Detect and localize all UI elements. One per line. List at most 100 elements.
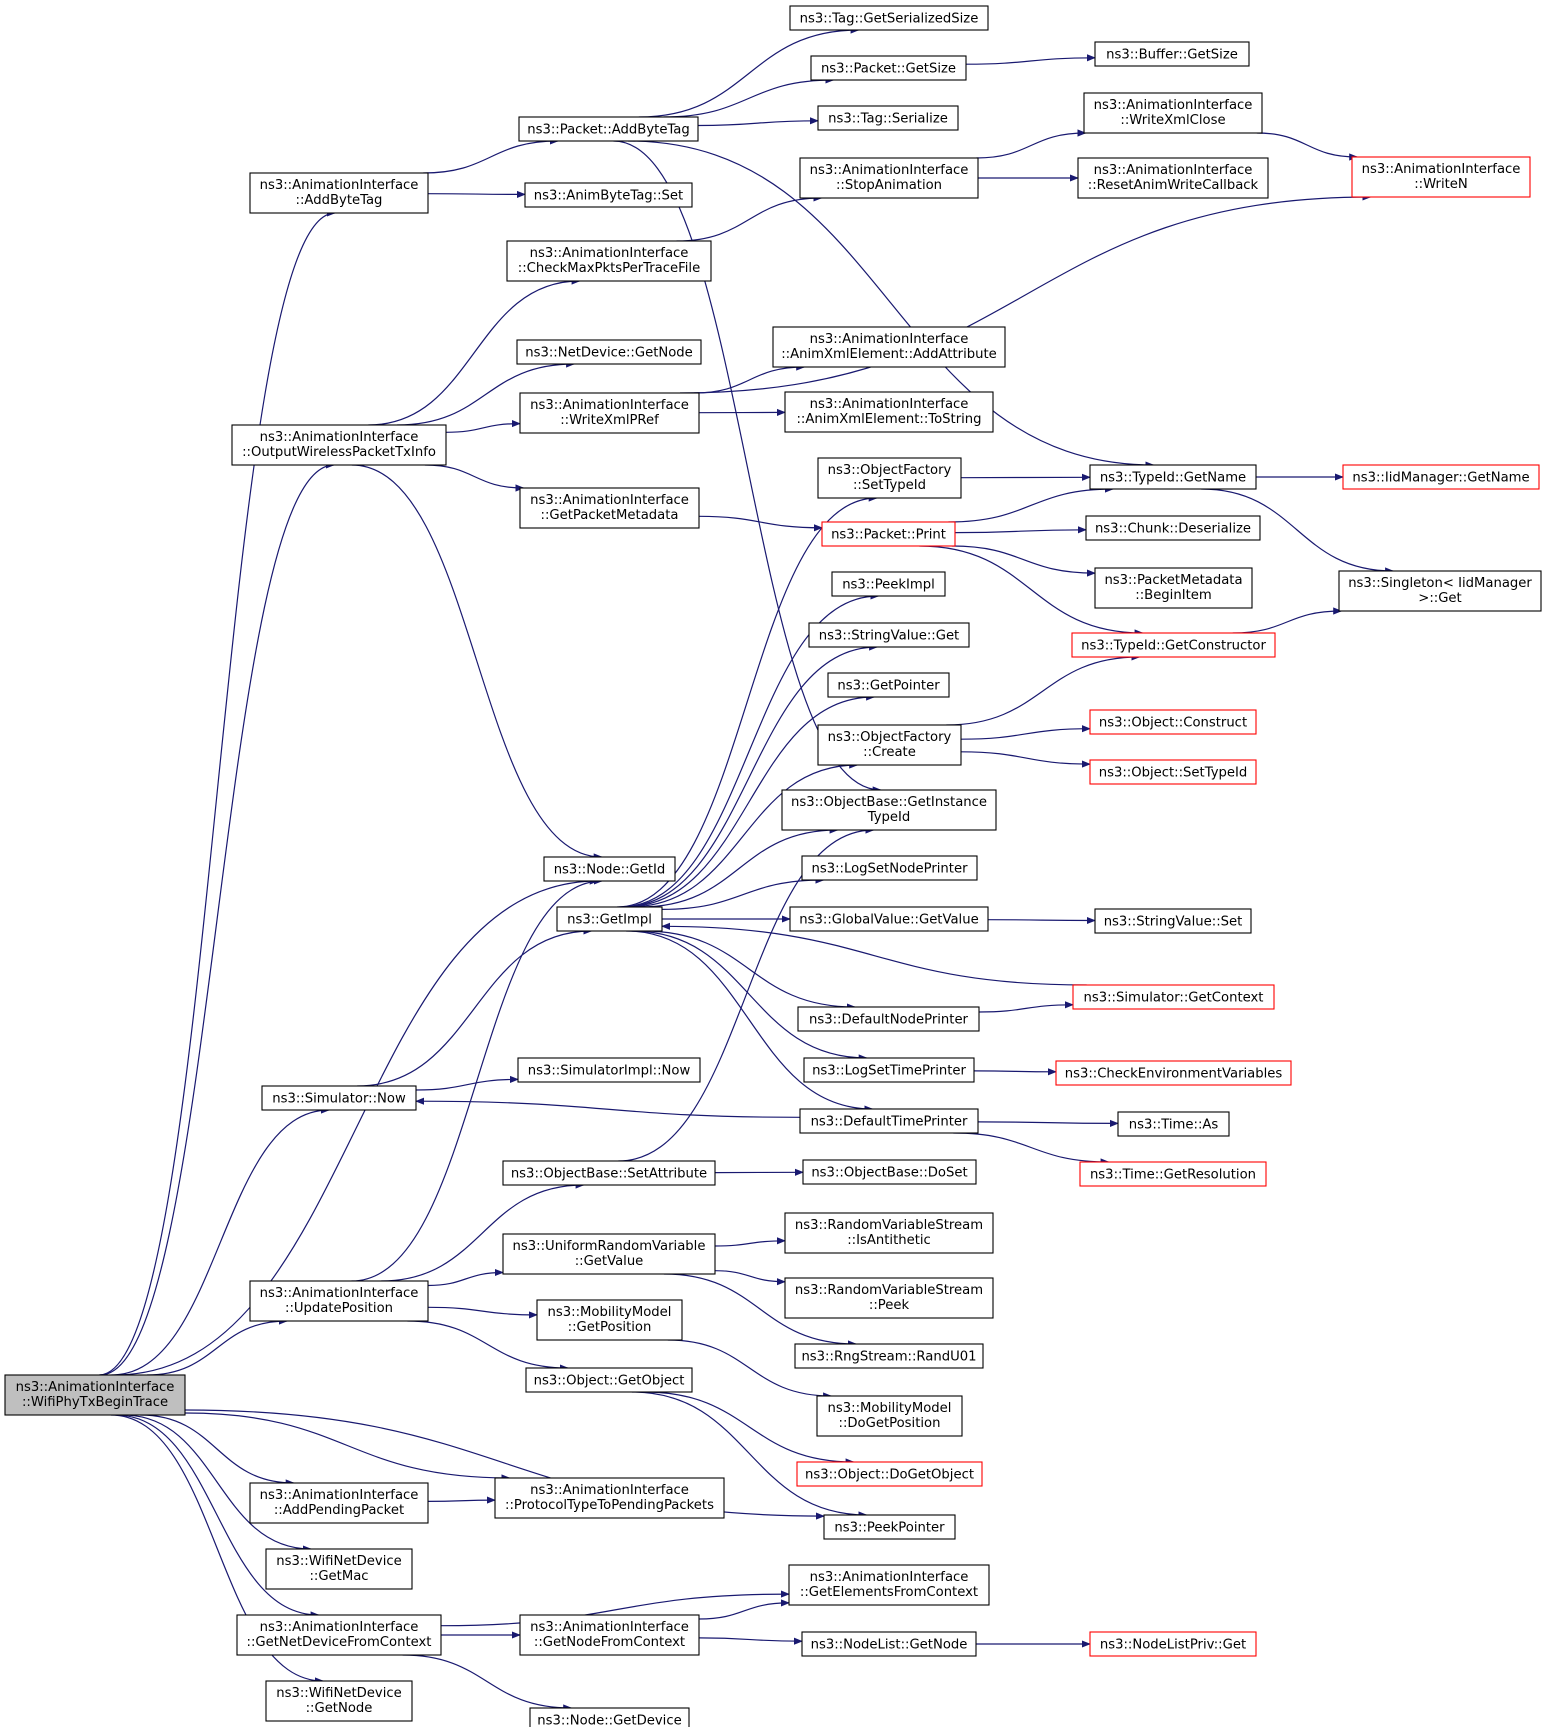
node-rngRandU01[interactable]: ns3::RngStream::RandU01: [794, 1343, 984, 1369]
node-stringValueSet[interactable]: ns3::StringValue::Set: [1094, 908, 1252, 934]
node-getNetDevFromCtx[interactable]: ns3::AnimationInterface::GetNetDeviceFro…: [236, 1614, 442, 1656]
edge-root-to-addByteTag: [99, 209, 336, 1376]
node-defaultNodePrinter[interactable]: ns3::DefaultNodePrinter: [797, 1006, 980, 1032]
node-singletonGet[interactable]: ns3::Singleton< IidManager>::Get: [1338, 570, 1542, 612]
node-label: ns3::DefaultNodePrinter: [809, 1013, 969, 1028]
edge-packetAddByteTag-to-tagGetSerSize: [638, 26, 860, 118]
node-logSetTimePrinter[interactable]: ns3::LogSetTimePrinter: [803, 1057, 975, 1083]
node-gvGetValue[interactable]: ns3::GlobalValue::GetValue: [789, 906, 989, 932]
edge-addPending-to-protoTypeToPending: [427, 1496, 496, 1504]
node-objBaseDoSet[interactable]: ns3::ObjectBase::DoSet: [802, 1159, 977, 1185]
node-ofSetTypeId[interactable]: ns3::ObjectFactory::SetTypeId: [817, 457, 962, 499]
node-stringValueGet[interactable]: ns3::StringValue::Get: [808, 622, 970, 648]
node-writeN[interactable]: ns3::AnimationInterface::WriteN: [1351, 156, 1531, 198]
node-label: ::UpdatePosition: [285, 1301, 393, 1316]
node-packetAddByteTag[interactable]: ns3::Packet::AddByteTag: [518, 116, 699, 142]
node-simGetContext[interactable]: ns3::Simulator::GetContext: [1072, 984, 1275, 1010]
node-objDoGetObject[interactable]: ns3::Object::DoGetObject: [796, 1461, 983, 1487]
node-checkEnvVars[interactable]: ns3::CheckEnvironmentVariables: [1055, 1060, 1292, 1086]
node-iidGetName[interactable]: ns3::IidManager::GetName: [1342, 464, 1540, 490]
node-objSetTypeId[interactable]: ns3::Object::SetTypeId: [1089, 759, 1257, 785]
node-tagGetSerSize[interactable]: ns3::Tag::GetSerializedSize: [789, 5, 989, 31]
node-typeIdGetName[interactable]: ns3::TypeId::GetName: [1089, 464, 1257, 490]
node-chunkDeserialize[interactable]: ns3::Chunk::Deserialize: [1085, 515, 1261, 541]
node-getImpl[interactable]: ns3::GetImpl: [556, 906, 663, 932]
node-nodeGetDevice[interactable]: ns3::Node::GetDevice: [529, 1707, 690, 1727]
node-objConstruct[interactable]: ns3::Object::Construct: [1089, 709, 1257, 735]
node-pmBeginItem[interactable]: ns3::PacketMetadata::BeginItem: [1094, 567, 1253, 609]
node-box: [249, 1280, 429, 1322]
node-box: [1089, 709, 1257, 735]
node-getPacketMetadata[interactable]: ns3::AnimationInterface::GetPacketMetada…: [519, 487, 700, 529]
node-outputWireless[interactable]: ns3::AnimationInterface::OutputWirelessP…: [231, 424, 447, 466]
node-label: ::GetNode: [306, 1701, 373, 1716]
node-uniformGetValue[interactable]: ns3::UniformRandomVariable::GetValue: [502, 1233, 716, 1275]
node-timeAs[interactable]: ns3::Time::As: [1117, 1111, 1230, 1137]
node-protoTypeToPending[interactable]: ns3::AnimationInterface::ProtocolTypeToP…: [494, 1477, 725, 1519]
node-box: [529, 1707, 690, 1727]
node-packetGetSize[interactable]: ns3::Packet::GetSize: [810, 55, 967, 81]
node-updatePosition[interactable]: ns3::AnimationInterface::UpdatePosition: [249, 1280, 429, 1322]
node-box: [1071, 632, 1276, 658]
edge-updatePosition-to-nodeGetId: [351, 877, 603, 1282]
node-mobilityGetPos[interactable]: ns3::MobilityModel::GetPosition: [536, 1299, 683, 1341]
edge-getImpl-to-stringValueGet: [621, 643, 879, 908]
node-stopAnimation[interactable]: ns3::AnimationInterface::StopAnimation: [799, 157, 979, 199]
node-addByteTag[interactable]: ns3::AnimationInterface::AddByteTag: [249, 172, 429, 214]
edge-packetGetSize-to-bufferGetSize: [965, 54, 1096, 65]
edge-root-to-protoTypeToPending: [184, 1412, 511, 1482]
node-box: [1342, 464, 1540, 490]
edge-addByteTag-to-animByteTagSet: [427, 190, 526, 198]
node-checkMaxPkts[interactable]: ns3::AnimationInterface::CheckMaxPktsPer…: [506, 240, 712, 282]
node-nodeGetId[interactable]: ns3::Node::GetId: [543, 856, 676, 882]
node-rvsIsAntithetic[interactable]: ns3::RandomVariableStream::IsAntithetic: [784, 1212, 994, 1254]
node-timeGetResolution[interactable]: ns3::Time::GetResolution: [1079, 1161, 1267, 1187]
node-label: ns3::AnimationInterface: [260, 430, 419, 445]
node-root[interactable]: ns3::AnimationInterface::WifiPhyTxBeginT…: [4, 1374, 186, 1416]
node-nodeListPrivGet[interactable]: ns3::NodeListPriv::Get: [1089, 1631, 1257, 1657]
node-box: [1351, 156, 1531, 198]
node-getElementsFromCtx[interactable]: ns3::AnimationInterface::GetElementsFrom…: [788, 1564, 990, 1606]
node-animByteTagSet[interactable]: ns3::AnimByteTag::Set: [524, 182, 693, 208]
node-tagSerialize[interactable]: ns3::Tag::Serialize: [817, 105, 959, 131]
node-typeIdGetConstructor[interactable]: ns3::TypeId::GetConstructor: [1071, 632, 1276, 658]
node-resetAnimWrite[interactable]: ns3::AnimationInterface::ResetAnimWriteC…: [1077, 157, 1269, 199]
node-getPointer[interactable]: ns3::GetPointer: [827, 672, 950, 698]
node-simNow[interactable]: ns3::Simulator::Now: [261, 1085, 417, 1111]
node-toString[interactable]: ns3::AnimationInterface::AnimXmlElement:…: [784, 391, 994, 433]
node-wifiGetMac[interactable]: ns3::WifiNetDevice::GetMac: [265, 1548, 413, 1590]
node-label: ns3::LogSetNodePrinter: [811, 862, 968, 877]
node-defaultTimePrinter[interactable]: ns3::DefaultTimePrinter: [799, 1108, 979, 1134]
node-packetPrint[interactable]: ns3::Packet::Print: [821, 521, 956, 547]
node-box: [1055, 1060, 1292, 1086]
edge-packetPrint-to-pmBeginItem: [951, 545, 1096, 577]
node-label: ns3::NodeList::GetNode: [811, 1638, 968, 1653]
node-label: ns3::Singleton< IidManager: [1348, 576, 1532, 591]
node-getNodeFromCtx[interactable]: ns3::AnimationInterface::GetNodeFromCont…: [519, 1614, 700, 1656]
node-rvsPeek[interactable]: ns3::RandomVariableStream::Peek: [784, 1277, 994, 1319]
node-box: [1083, 92, 1263, 134]
node-label: ns3::AnimationInterface: [1094, 98, 1253, 113]
node-objGetObject[interactable]: ns3::Object::GetObject: [525, 1367, 693, 1393]
node-label: ns3::Chunk::Deserialize: [1095, 522, 1251, 537]
node-box: [1094, 41, 1250, 67]
node-logSetNodePrinter[interactable]: ns3::LogSetNodePrinter: [801, 855, 978, 881]
edge-getNodeFromCtx-to-getElementsFromCtx: [698, 1599, 790, 1620]
node-wifiGetNode[interactable]: ns3::WifiNetDevice::GetNode: [265, 1680, 413, 1722]
node-mobilityDoGetPos[interactable]: ns3::MobilityModel::DoGetPosition: [816, 1395, 963, 1437]
node-label: ns3::Tag::GetSerializedSize: [800, 12, 979, 27]
node-peekImpl[interactable]: ns3::PeekImpl: [831, 571, 946, 597]
node-writeXmlPRef[interactable]: ns3::AnimationInterface::WriteXmlPRef: [519, 392, 700, 434]
node-addPending[interactable]: ns3::AnimationInterface::AddPendingPacke…: [249, 1482, 429, 1524]
node-bufferGetSize[interactable]: ns3::Buffer::GetSize: [1094, 41, 1250, 67]
node-writeXmlClose[interactable]: ns3::AnimationInterface::WriteXmlClose: [1083, 92, 1263, 134]
node-ofCreate[interactable]: ns3::ObjectFactory::Create: [817, 724, 962, 766]
node-addAttribute[interactable]: ns3::AnimationInterface::AnimXmlElement:…: [772, 326, 1006, 368]
node-peekPointer[interactable]: ns3::PeekPointer: [823, 1514, 956, 1540]
node-simImplNow[interactable]: ns3::SimulatorImpl::Now: [517, 1057, 701, 1083]
node-nodeListGetNode[interactable]: ns3::NodeList::GetNode: [801, 1631, 977, 1657]
node-netDevGetNode[interactable]: ns3::NetDevice::GetNode: [516, 339, 702, 365]
node-objBaseSetAttr[interactable]: ns3::ObjectBase::SetAttribute: [502, 1160, 716, 1186]
node-box: [265, 1680, 413, 1722]
